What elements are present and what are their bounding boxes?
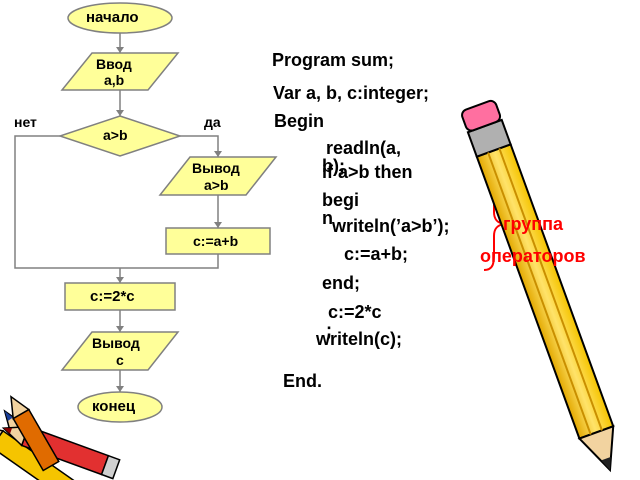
code-line-writeln-1: writeln(’a>b’); xyxy=(332,216,450,236)
arrowheads xyxy=(116,47,222,392)
code-line-begin: Begin xyxy=(274,111,325,131)
code-line-begin-inner-2: n xyxy=(322,208,333,228)
code-line-readln-1: readln(a, xyxy=(326,138,402,158)
branch-yes-label: да xyxy=(204,114,221,130)
code-line-end-inner: end; xyxy=(322,273,360,293)
output-parallelogram-1 xyxy=(158,156,278,196)
code-line-begin-inner-1: begi xyxy=(322,190,360,210)
end-label: конец xyxy=(92,398,136,415)
code-line-readln-2: b); xyxy=(322,156,345,176)
pencil-icon xyxy=(461,99,615,473)
code-line-program: Program sum; xyxy=(272,50,395,70)
code-line-assign-2: c:=2*c xyxy=(328,302,382,322)
assign2-label: c:=2*c xyxy=(90,288,135,305)
connector-lines xyxy=(14,33,219,392)
output2-label-line2: c xyxy=(116,352,124,368)
input-parallelogram xyxy=(60,52,180,91)
condition-label: a>b xyxy=(103,127,128,143)
output-parallelogram-2 xyxy=(60,331,180,371)
condition-diamond xyxy=(57,115,183,157)
code-line-var: Var a, b, c:integer; xyxy=(273,83,430,103)
input-label-line2: a,b xyxy=(104,72,125,88)
code-line-assign-1: c:=a+b; xyxy=(344,244,409,264)
branch-no-label: нет xyxy=(14,114,37,130)
assign1-label: c:=a+b xyxy=(193,233,239,249)
input-label-line1: Ввод xyxy=(96,56,132,72)
start-label: начало xyxy=(86,9,139,26)
code-line-assign-2-semicolon: ; xyxy=(326,320,332,340)
output1-label-line1: Вывод xyxy=(192,160,240,176)
annotation-word-2: операторов xyxy=(480,246,586,266)
annotation-word-1: группа xyxy=(503,214,564,234)
assign-box-2 xyxy=(64,282,176,311)
start-terminal xyxy=(67,2,173,34)
code-line-writeln-2: writeln(c); xyxy=(316,329,403,349)
output1-label-line2: a>b xyxy=(204,177,229,193)
code-line-end: End. xyxy=(283,371,322,391)
output2-label-line1: Вывод xyxy=(92,335,140,351)
end-terminal xyxy=(77,391,163,423)
code-line-if: if a>b then xyxy=(322,162,413,182)
assign-box-1 xyxy=(165,227,271,255)
pencils-icon xyxy=(0,395,121,480)
